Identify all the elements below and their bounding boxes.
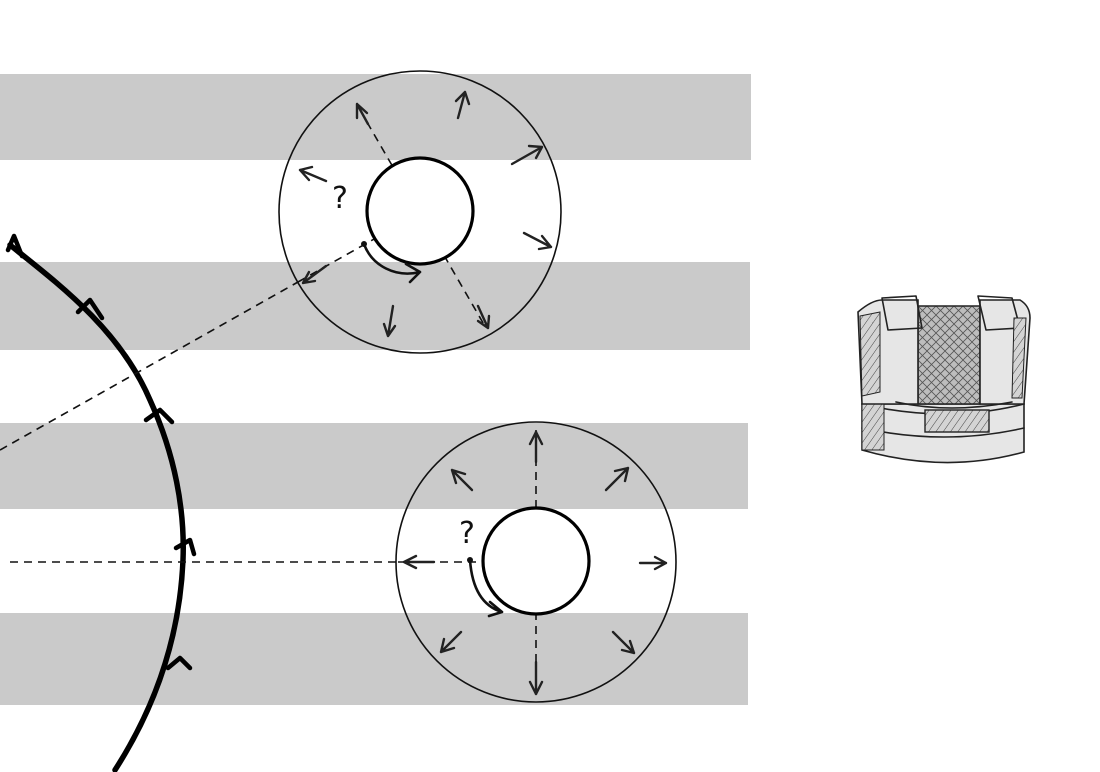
arrow-icon [604, 466, 630, 492]
rotation-start-dot [361, 241, 367, 247]
upper-reference-line [0, 281, 299, 451]
device-sketch-icon [857, 295, 1031, 464]
wavefront-chevron [143, 407, 175, 425]
device-left-clip [881, 295, 923, 331]
device-base-shadow [861, 403, 885, 451]
lower-outward-arrows [402, 430, 668, 696]
wavefront-arc [5, 233, 197, 772]
wavefront-chevron [165, 655, 193, 671]
arrow-icon [638, 555, 668, 571]
device-bottom-edge [895, 401, 1013, 409]
wavefront-chevron [173, 537, 197, 557]
gray-band-4 [0, 613, 748, 705]
arrow-icon [355, 102, 370, 126]
wavefront-chevron [75, 297, 105, 321]
wavefront-line [7, 242, 186, 772]
upper-outward-arrows [298, 90, 553, 338]
device-right-shading [1011, 317, 1027, 399]
upper-outer-ring [278, 70, 562, 354]
device-slot [924, 409, 990, 433]
gray-band-2 [0, 262, 750, 350]
arrow-icon [528, 660, 544, 696]
rotation-arrow-icon [468, 558, 504, 618]
device-left-shading [859, 311, 881, 397]
lower-rotor: ? [395, 421, 677, 703]
arrow-icon [476, 304, 491, 330]
arrow-icon [454, 90, 471, 120]
arrow-icon [439, 630, 463, 654]
arrow-icon [510, 144, 544, 166]
rotation-start-dot [467, 557, 473, 563]
upper-question-mark: ? [332, 181, 348, 216]
rotation-arrow-icon [362, 242, 422, 284]
arrow-icon [450, 468, 474, 492]
arrow-icon [301, 264, 328, 285]
gray-band-3 [0, 423, 748, 509]
arrow-icon [528, 430, 544, 464]
lower-outer-ring [395, 421, 677, 703]
lower-core-circle [481, 506, 591, 616]
device-core [917, 305, 981, 405]
arrow-icon [611, 630, 636, 655]
gray-bands [0, 74, 751, 705]
wavefront-chevron [5, 233, 25, 259]
arrow-icon [402, 554, 436, 570]
arrow-icon [522, 231, 553, 251]
lower-question-mark: ? [459, 516, 475, 551]
arrow-icon [382, 304, 397, 338]
upper-rotor: ? [278, 70, 562, 354]
gray-band-1 [0, 74, 751, 160]
upper-core-circle [365, 156, 475, 266]
arrow-icon [298, 165, 328, 183]
